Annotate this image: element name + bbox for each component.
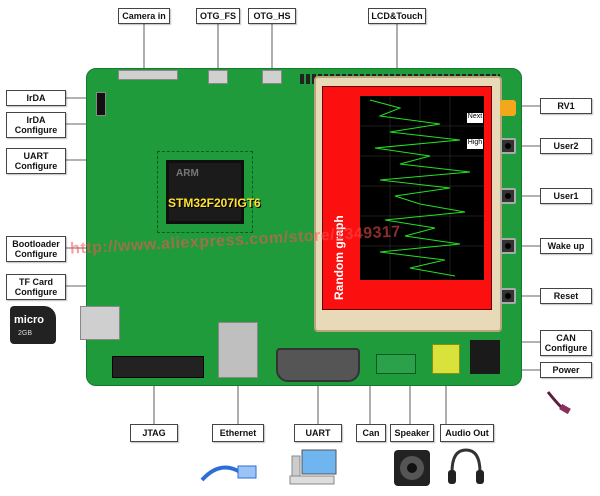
ethernet-port — [218, 322, 258, 378]
ethernet-cable-icon — [200, 465, 257, 482]
lcd-next-button[interactable]: Next — [466, 112, 484, 124]
label-bootloader-configure: Bootloader Configure — [6, 236, 66, 262]
micro-sd-card — [10, 306, 56, 344]
label-speaker: Speaker — [390, 424, 434, 442]
uart-db9-connector — [276, 348, 360, 382]
label-audio-out: Audio Out — [440, 424, 494, 442]
label-otg-fs: OTG_FS — [196, 8, 240, 24]
label-can: Can — [356, 424, 386, 442]
label-power: Power — [540, 362, 592, 378]
can-terminal — [376, 354, 416, 374]
label-lcd-touch: LCD&Touch — [368, 8, 426, 24]
sd-brand: micro — [14, 314, 44, 326]
speaker-icon — [394, 450, 430, 486]
label-uart: UART — [294, 424, 342, 442]
random-graph-plot — [360, 96, 484, 280]
lcd-high-button[interactable]: High — [466, 138, 484, 150]
usb-hs-port — [262, 70, 282, 84]
chip-logo: ARM — [176, 168, 199, 179]
camera-connector — [118, 70, 178, 80]
label-can-configure: CAN Configure — [540, 330, 592, 356]
label-uart-configure: UART Configure — [6, 148, 66, 174]
computer-icon — [289, 449, 337, 485]
chip-name: STM32F207IGT6 — [168, 196, 261, 210]
label-otg-hs: OTG_HS — [248, 8, 296, 24]
mcu-chip — [157, 151, 253, 233]
lcd-graph-area — [360, 96, 484, 280]
irda-module — [96, 92, 106, 116]
user2-button[interactable] — [500, 138, 516, 154]
label-irda: IrDA — [6, 90, 66, 106]
power-adapter-icon — [546, 391, 571, 415]
tf-card-slot — [80, 306, 120, 340]
label-jtag: JTAG — [130, 424, 178, 442]
usb-fs-port — [208, 70, 228, 84]
wakeup-button[interactable] — [500, 238, 516, 254]
label-user2: User2 — [540, 138, 592, 154]
label-user1: User1 — [540, 188, 592, 204]
user1-button[interactable] — [500, 188, 516, 204]
label-camera-in: Camera in — [118, 8, 170, 24]
label-rv1: RV1 — [540, 98, 592, 114]
power-jack — [470, 340, 500, 374]
headphones-icon — [448, 448, 484, 484]
reset-button[interactable] — [500, 288, 516, 304]
label-irda-configure: IrDA Configure — [6, 112, 66, 138]
rv1-potentiometer[interactable] — [500, 100, 516, 116]
label-ethernet: Ethernet — [212, 424, 264, 442]
label-reset: Reset — [540, 288, 592, 304]
label-wake-up: Wake up — [540, 238, 592, 254]
label-tf-card-configure: TF Card Configure — [6, 274, 66, 300]
jtag-connector — [112, 356, 204, 378]
audio-jack — [432, 344, 460, 374]
sd-capacity: 2GB — [18, 330, 33, 337]
